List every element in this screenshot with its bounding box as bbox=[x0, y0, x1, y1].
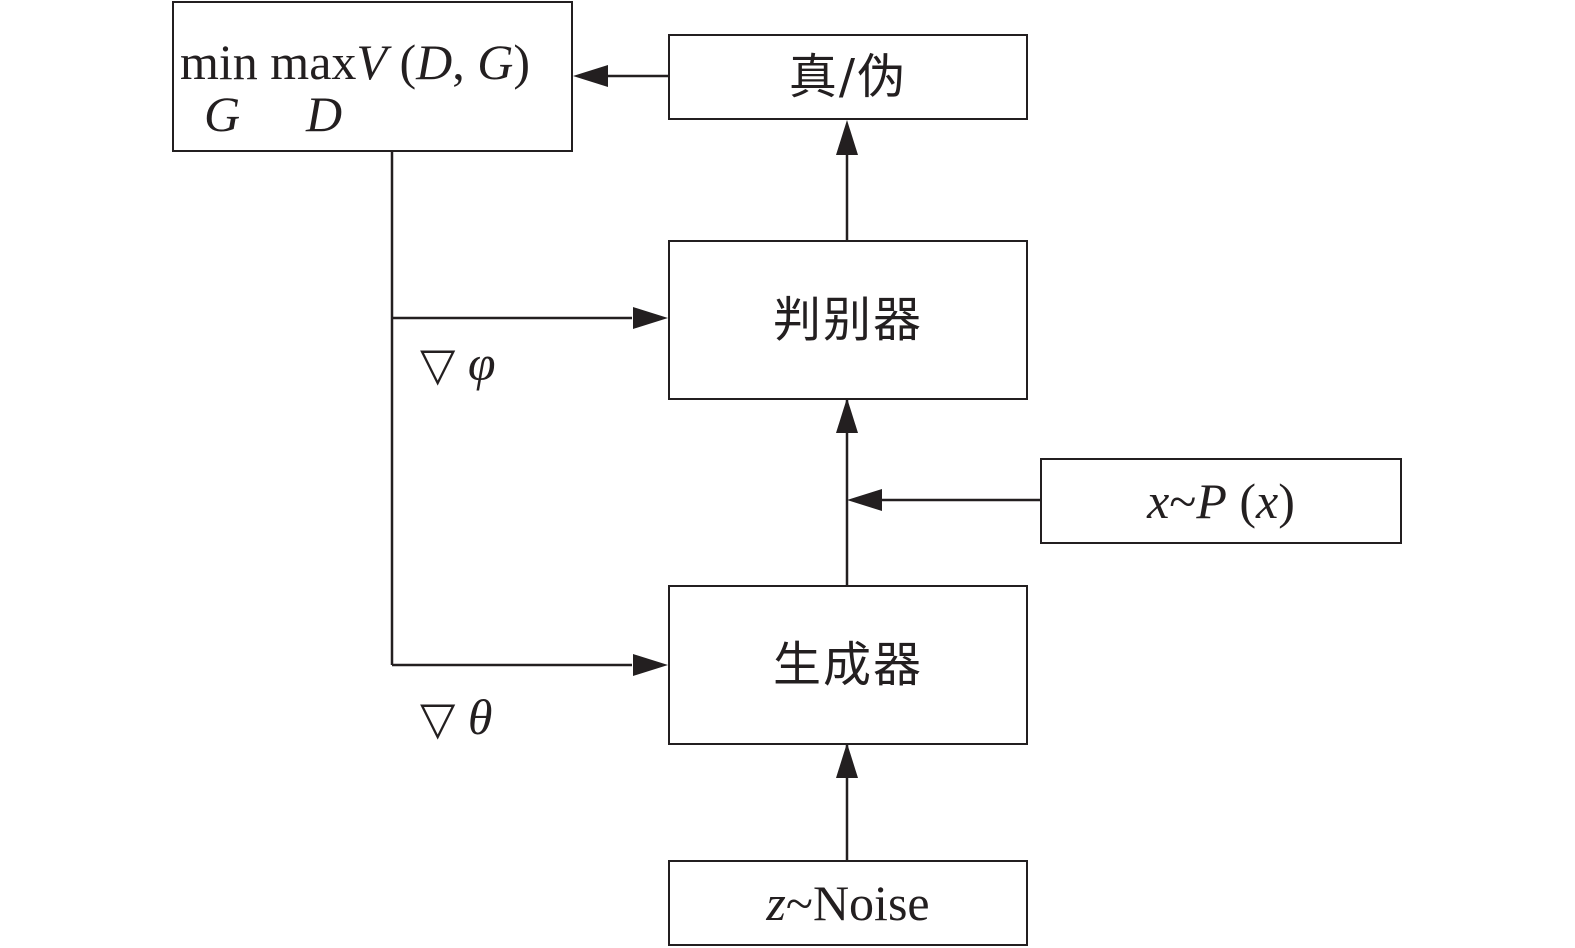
objective-arg-d: D bbox=[416, 34, 453, 90]
objective-box: min maxV (D, G) G D bbox=[172, 1, 573, 152]
arrowhead-realfake-to-objective bbox=[573, 65, 608, 87]
nabla-icon: ▽ bbox=[420, 691, 456, 745]
generator-box: 生成器 bbox=[668, 585, 1028, 745]
arrowhead-noise-to-generator bbox=[836, 743, 858, 778]
real-data-label: x~P (x) bbox=[1147, 473, 1295, 529]
arrowhead-discriminator-to-realfake bbox=[836, 120, 858, 155]
objective-min: min bbox=[180, 34, 258, 90]
generator-label: 生成器 bbox=[772, 637, 923, 693]
objective-sub-max: D bbox=[306, 86, 343, 142]
discriminator-box: 判别器 bbox=[668, 240, 1028, 400]
grad-phi-label: ▽ φ bbox=[420, 335, 496, 391]
nabla-icon: ▽ bbox=[420, 337, 456, 391]
arrowhead-grad-phi bbox=[633, 307, 668, 329]
objective-func: V bbox=[356, 34, 387, 90]
real-fake-box: 真/伪 bbox=[668, 34, 1028, 120]
real-data-box: x~P (x) bbox=[1040, 458, 1402, 544]
real-fake-label: 真/伪 bbox=[788, 49, 908, 105]
objective-close: ) bbox=[513, 34, 530, 90]
arrowhead-realdata-to-join bbox=[847, 489, 882, 511]
objective-comma: , bbox=[452, 34, 465, 90]
grad-theta-label: ▽ θ bbox=[420, 689, 493, 745]
noise-box: z~Noise bbox=[668, 860, 1028, 946]
arrowhead-grad-theta bbox=[633, 654, 668, 676]
objective-arg-g: G bbox=[477, 34, 514, 90]
objective-max: max bbox=[270, 34, 357, 90]
discriminator-label: 判别器 bbox=[772, 292, 923, 348]
noise-label: z~Noise bbox=[766, 875, 930, 931]
arrowhead-generator-to-discriminator bbox=[836, 398, 858, 433]
objective-sub-min: G bbox=[204, 86, 241, 142]
objective-open: ( bbox=[399, 34, 417, 90]
objective-formula: min maxV (D, G) bbox=[180, 37, 530, 87]
